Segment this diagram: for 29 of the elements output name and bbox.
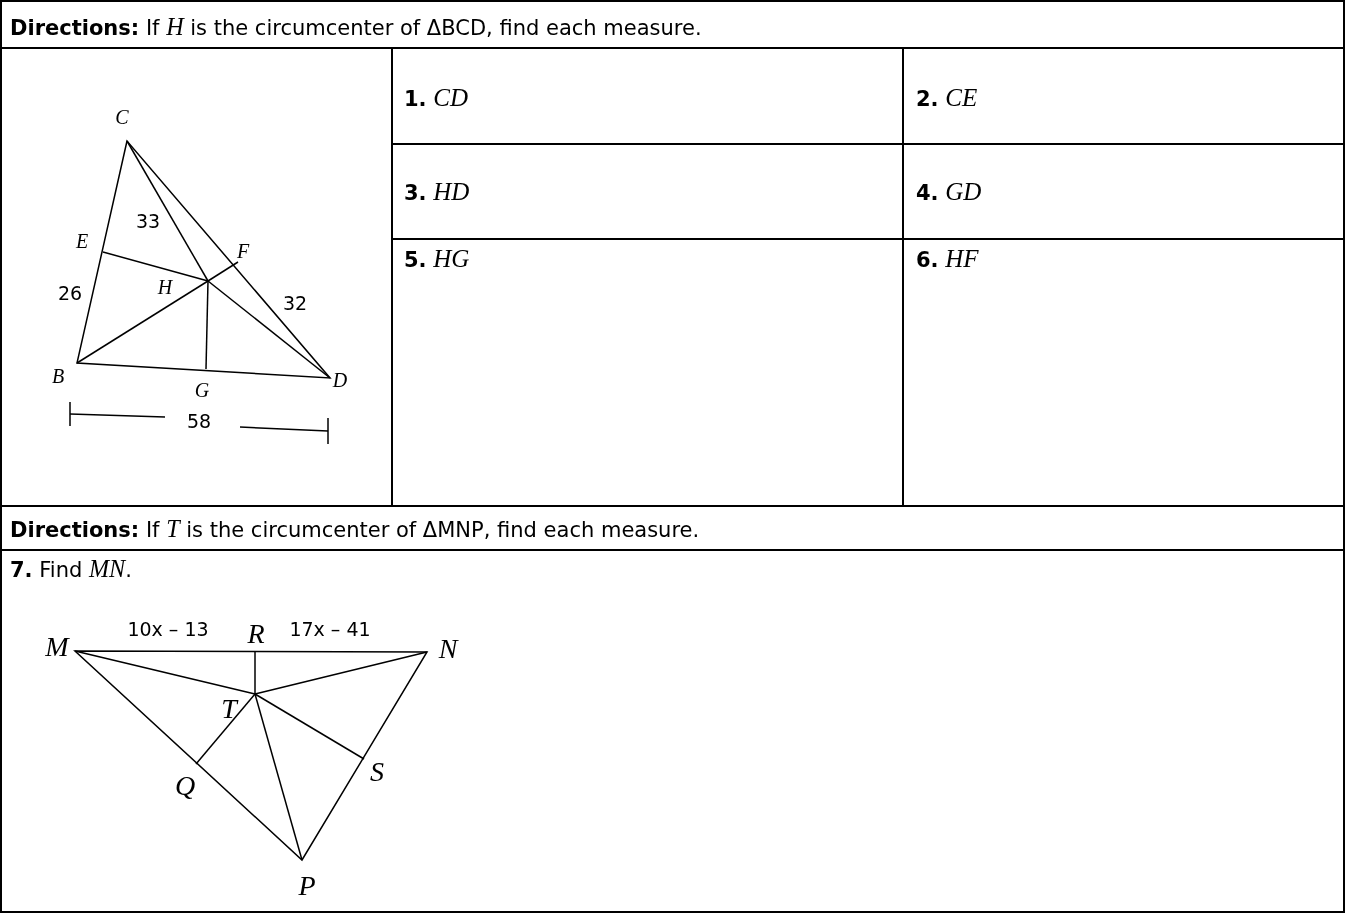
point-label: H [157,276,173,298]
point-label: F [236,240,250,262]
question-text: 6. HF [916,245,979,273]
directions-text: Directions: If T is the circumcenter of ΔMNP, find each measure. [10,516,700,543]
question-text: 2. CE [916,84,978,112]
point-label: T [221,693,237,725]
point-label: E [75,230,89,252]
length-label: 17x – 41 [289,618,371,640]
question-text: 7. Find MN. [10,556,132,583]
question-text: 3. HD [404,178,470,206]
point-label: N [438,633,458,665]
point-label: R [247,618,265,650]
dimension-label: 58 [186,410,212,432]
point-label: D [332,369,348,391]
question-text: 5. HG [404,245,470,273]
question-text: 4. GD [916,178,982,206]
point-label: M [45,631,69,663]
length-label: 10x – 13 [127,618,209,640]
point-label: Q [174,770,196,802]
length-label: 32 [282,292,308,314]
point-label: G [194,379,210,401]
question-text: 1. CD [404,84,468,112]
point-label: C [115,106,129,128]
length-label: 26 [57,282,83,304]
point-label: P [298,870,316,902]
point-label: B [51,365,65,387]
length-label: 33 [135,210,161,232]
directions-text: Directions: If H is the circumcenter of ΔBCD, find each measure. [10,14,702,41]
point-label: S [370,756,384,788]
